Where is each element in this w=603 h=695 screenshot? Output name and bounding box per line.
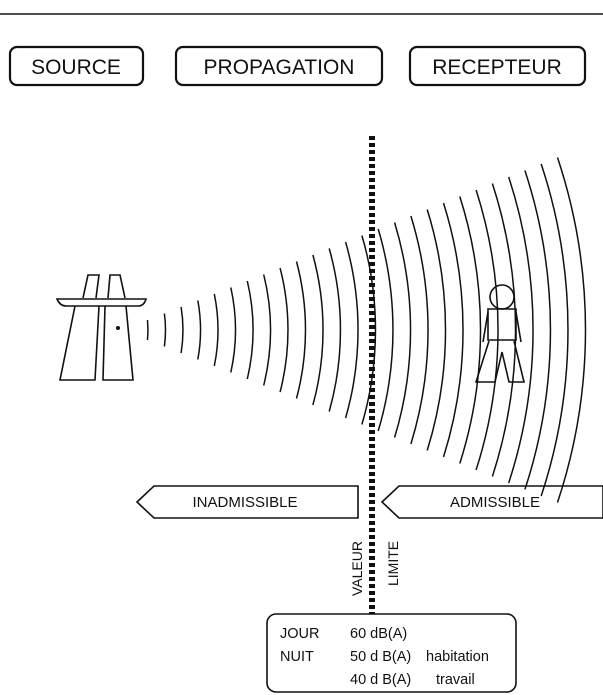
zone-inadmissible: INADMISSIBLE	[135, 485, 359, 519]
wave-arc	[163, 313, 167, 347]
road-icon	[55, 274, 148, 381]
header-recepteur: RECEPTEUR	[408, 45, 587, 87]
row-value: 50 d B(A)	[350, 649, 411, 665]
wave-arc	[312, 254, 324, 406]
row-period: JOUR	[280, 626, 319, 642]
row-note: travail	[436, 672, 475, 688]
admissible-label: ADMISSIBLE	[450, 494, 540, 511]
propagation-box	[174, 45, 384, 87]
wave-arc	[279, 267, 289, 393]
wave-arc	[524, 170, 552, 490]
header-propagation: PROPAGATION	[174, 45, 384, 87]
wave-arc	[377, 228, 394, 432]
wave-arc	[410, 215, 429, 445]
row-note: habitation	[426, 649, 489, 665]
wave-arc	[361, 235, 377, 425]
zone-admissible: ADMISSIBLE	[380, 485, 603, 519]
wave-arc	[507, 176, 534, 484]
limits-box-frame	[266, 613, 517, 693]
wave-arc	[295, 261, 307, 399]
wave-arc	[230, 287, 237, 373]
inadmissible-arrow	[135, 485, 359, 519]
inadmissible-label: INADMISSIBLE	[192, 494, 297, 511]
sound-waves	[146, 157, 587, 503]
limite-label: LIMITE	[385, 541, 401, 586]
source-box	[8, 45, 145, 87]
row-value: 60 dB(A)	[350, 626, 407, 642]
source-label: SOURCE	[31, 56, 121, 79]
limits-box: JOUR 60 dB(A) NUIT 50 d B(A) habitation …	[266, 613, 517, 693]
row-period: NUIT	[280, 649, 314, 665]
wave-arc	[246, 280, 254, 380]
wave-arc	[197, 300, 202, 360]
wave-arc	[442, 202, 464, 458]
wave-arc	[556, 157, 587, 503]
recepteur-box	[408, 45, 587, 87]
wave-arc	[180, 306, 184, 354]
wave-arc	[475, 189, 499, 471]
header-source: SOURCE	[8, 45, 145, 87]
recepteur-label: RECEPTEUR	[432, 56, 562, 79]
wave-arc	[328, 248, 342, 412]
wave-arc	[393, 222, 412, 438]
wave-arc	[459, 196, 482, 464]
wave-arc	[262, 274, 272, 386]
wave-arc	[426, 209, 447, 451]
row-value: 40 d B(A)	[350, 672, 411, 688]
wave-arc	[540, 163, 569, 497]
admissible-arrow	[380, 485, 603, 519]
person-icon	[474, 284, 526, 383]
valeur-label: VALEUR	[349, 541, 365, 596]
wave-arc	[344, 241, 359, 419]
wave-arc	[213, 293, 219, 367]
wave-arc	[491, 183, 517, 477]
propagation-label: PROPAGATION	[204, 56, 355, 79]
